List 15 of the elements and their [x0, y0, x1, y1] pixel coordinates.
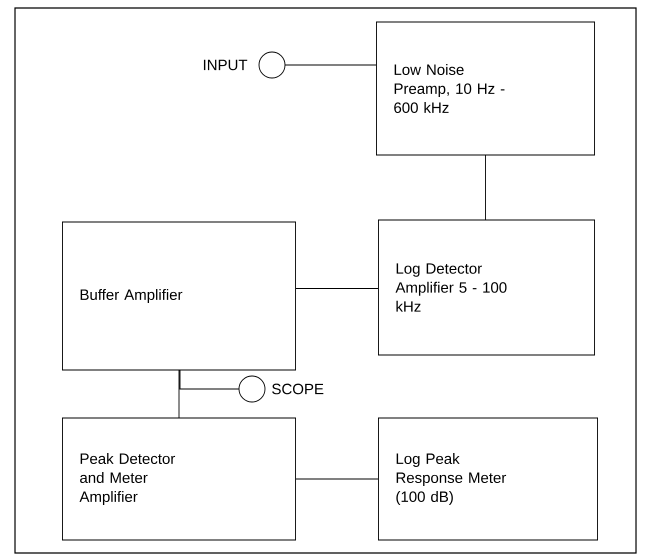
block-box: Low Noise Preamp, 10 Hz - 600 kHz: [376, 22, 595, 156]
connector-line: [296, 478, 378, 480]
jack-circle: [238, 376, 266, 402]
block-box: Log Peak Response Meter (100 dB): [378, 418, 598, 540]
connector-line: [180, 370, 240, 390]
connector-line: [485, 154, 486, 220]
block-box: Log Detector Amplifier 5 - 100 kHz: [378, 220, 595, 356]
connector-line: [284, 64, 376, 66]
connector-line: [178, 370, 180, 418]
block-box: Buffer Amplifier: [62, 222, 296, 370]
jack-circle: [258, 52, 286, 78]
connector-line: [296, 288, 378, 289]
jack-label: SCOPE: [272, 384, 324, 394]
jack-label: INPUT: [204, 60, 248, 70]
block-box: Peak Detector and Meter Amplifier: [62, 418, 296, 540]
